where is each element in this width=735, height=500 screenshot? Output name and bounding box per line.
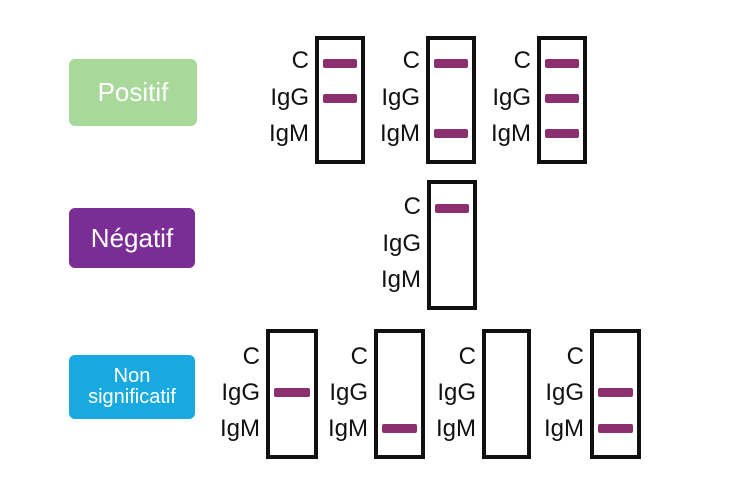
band-igm	[598, 424, 633, 433]
line-label-igg: IgG	[221, 379, 260, 406]
line-label-igm: IgM	[380, 266, 421, 293]
line-label-igg: IgG	[381, 84, 420, 111]
line-label-c: C	[513, 47, 531, 74]
negative-badge: Négatif	[69, 208, 195, 268]
test-cassette	[427, 180, 477, 310]
band-igm	[545, 129, 579, 138]
line-label-c: C	[402, 47, 420, 74]
line-label-igm: IgM	[543, 415, 584, 442]
band-c	[545, 59, 579, 68]
band-igg	[545, 94, 579, 103]
line-label-igm: IgM	[268, 120, 309, 147]
line-label-c: C	[350, 343, 368, 370]
line-label-igm: IgM	[435, 415, 476, 442]
line-label-igg: IgG	[545, 379, 584, 406]
non-significant-label-line2: significatif	[88, 386, 176, 408]
line-label-igm: IgM	[327, 415, 368, 442]
non-significant-badge: Non significatif	[69, 355, 195, 419]
line-label-c: C	[403, 193, 421, 220]
test-cassette	[266, 329, 318, 459]
line-label-igm: IgM	[490, 120, 531, 147]
band-c	[323, 59, 357, 68]
line-label-igg: IgG	[437, 379, 476, 406]
band-igg	[274, 388, 310, 397]
positive-badge: Positif	[69, 59, 197, 126]
positive-label: Positif	[97, 77, 169, 107]
line-label-igg: IgG	[492, 84, 531, 111]
line-label-c: C	[458, 343, 476, 370]
line-label-c: C	[242, 343, 260, 370]
line-label-igm: IgM	[379, 120, 420, 147]
band-igg	[598, 388, 633, 397]
band-igg	[323, 94, 357, 103]
negative-label: Négatif	[90, 222, 174, 253]
line-label-igg: IgG	[382, 230, 421, 257]
test-cassette	[537, 36, 587, 164]
line-label-c: C	[566, 343, 584, 370]
band-igm	[434, 129, 468, 138]
test-cassette	[590, 329, 641, 459]
test-cassette	[426, 36, 476, 164]
test-cassette	[482, 329, 531, 459]
line-label-igm: IgM	[219, 415, 260, 442]
line-label-c: C	[291, 47, 309, 74]
band-c	[435, 204, 469, 213]
non-significant-label-line1: Non	[113, 365, 151, 387]
test-cassette	[315, 36, 365, 164]
band-c	[434, 59, 468, 68]
line-label-igg: IgG	[270, 84, 309, 111]
band-igm	[382, 424, 417, 433]
line-label-igg: IgG	[329, 379, 368, 406]
test-cassette	[374, 329, 425, 459]
